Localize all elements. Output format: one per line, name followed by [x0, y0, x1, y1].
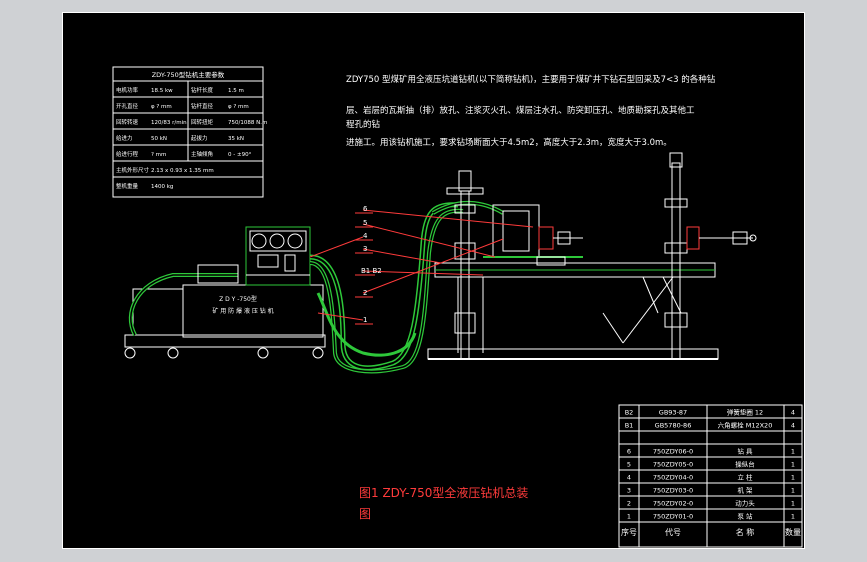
bom-cell: 750ZDY02-0	[653, 500, 693, 508]
bom-cell: 750ZDY01-0	[653, 513, 693, 521]
description-line-2: 层、岩层的瓦斯抽（排）放孔、注浆灭火孔、煤层注水孔、防突卸压孔、地质勘探孔及其他…	[346, 105, 695, 116]
power-head	[483, 204, 583, 266]
spec-cell: 回转转速	[116, 118, 139, 126]
caption-line-2: 图	[359, 507, 371, 521]
bom-cell: 六角螺栓 M12X20	[718, 421, 773, 430]
callout-2: 2	[363, 289, 367, 297]
spec-cell: 开孔直径	[116, 102, 139, 110]
bom-header: 名 称	[736, 527, 755, 537]
callout-4: 4	[363, 232, 368, 240]
spec-cell: 120/83 r/min	[151, 120, 187, 126]
spec-cell: 1400 kg	[151, 184, 173, 190]
spec-cell: 整机重量	[116, 182, 139, 190]
description-line-3: 程孔的钻	[346, 119, 381, 130]
drawing-canvas: ZDY-750型钻机主要参数 电机功率 18.5 kw 钻杆长度 1.5 m 开孔直径 φ…	[112, 66, 803, 548]
left-column	[446, 170, 484, 360]
bom-cell: 1	[627, 513, 631, 521]
bom-cell: 1	[791, 487, 795, 495]
bom-cell: 3	[627, 487, 631, 495]
bom-cell: 4	[791, 409, 795, 417]
bom-cell: GB5780-86	[655, 422, 692, 430]
bom-cell: 1	[791, 448, 795, 456]
drawing-sheet: ZDY-750型钻机主要参数 电机功率 18.5 kw 钻杆长度 1.5 m 开孔直径 φ…	[62, 12, 805, 549]
spec-cell: 0 - ±90°	[228, 152, 252, 158]
bom-cell: 750ZDY06-0	[653, 448, 693, 456]
bom-cell: 4	[627, 474, 631, 482]
caption-line-1: 图1 ZDY-750型全液压钻机总装	[359, 485, 528, 500]
bom-cell: 1	[791, 513, 795, 521]
right-column	[664, 152, 757, 360]
spec-cell: 750/1088 N.m	[228, 120, 267, 126]
bom-cell: 1	[791, 461, 795, 469]
callout-1: 1	[363, 316, 367, 324]
bom-cell: 操纵台	[735, 460, 755, 469]
pump-label-model: Z D Y -750型	[219, 295, 257, 303]
spec-cell: φ ? mm	[228, 104, 249, 110]
spec-cell: 主机外形尺寸	[116, 166, 150, 174]
spec-cell: 钻杆长度	[191, 86, 214, 94]
pump-label-desc: 矿 用 防 爆 液 压 钻 机	[212, 307, 273, 315]
bom-cell: 泵 站	[737, 512, 753, 521]
bom-cell: 机 架	[737, 486, 753, 495]
spec-cell: 给进力	[116, 134, 133, 142]
machine-frame	[427, 262, 719, 360]
hydraulic-hoses	[309, 200, 505, 374]
spec-cell: 35 kN	[228, 136, 244, 142]
bom-cell: 750ZDY04-0	[653, 474, 693, 482]
spec-cell: 50 kN	[151, 136, 167, 142]
callout-5: 5	[363, 219, 367, 227]
bom-cell: 750ZDY03-0	[653, 487, 693, 495]
bom-cell: 750ZDY05-0	[653, 461, 693, 469]
callout-b1-b2: B1 B2	[361, 267, 382, 275]
spec-table-title: ZDY-750型钻机主要参数	[152, 70, 225, 79]
bom-cell: 4	[791, 422, 795, 430]
spec-cell: 2.13 x 0.93 x 1.35 mm	[151, 168, 214, 174]
figure-caption: 图1 ZDY-750型全液压钻机总装 图	[359, 485, 528, 521]
bom-cell: 钻 具	[737, 447, 753, 456]
bom-cell: B1	[625, 422, 634, 430]
bom-cell: B2	[625, 409, 634, 417]
bom-header: 数量	[785, 527, 801, 537]
callout-3: 3	[363, 245, 367, 253]
spec-cell: 回转扭矩	[191, 118, 214, 126]
spec-cell: 主轴倾角	[191, 150, 213, 158]
spec-cell: φ ? mm	[151, 104, 172, 110]
bom-cell: 5	[627, 461, 631, 469]
control-console	[245, 226, 311, 286]
spec-cell: 电机功率	[116, 86, 139, 94]
description-line-4: 进施工。用该钻机施工，要求钻场断面大于4.5m2，高度大于2.3m，宽度大于3.…	[346, 137, 672, 148]
bom-cell: 立 柱	[737, 473, 753, 482]
description-text: ZDY750 型煤矿用全液压坑道钻机(以下简称钻机)，主要用于煤矿井下钻石型回采…	[346, 74, 716, 148]
bom-cell: 动力头	[735, 499, 755, 508]
callouts: 6 5 4 3 B1 B2 2 1	[309, 205, 534, 325]
bom-cell: 2	[627, 500, 631, 508]
spec-cell: 给进行程	[116, 150, 139, 158]
spec-cell: 起拔力	[191, 134, 208, 142]
bom-cell: 1	[791, 500, 795, 508]
spec-cell: 18.5 kw	[151, 88, 173, 94]
spec-cell: 钻杆直径	[191, 102, 214, 110]
bom-cell: 6	[627, 448, 631, 456]
pump-station: Z D Y -750型 矿 用 防 爆 液 压 钻 机	[124, 264, 326, 359]
bom-cell: 1	[791, 474, 795, 482]
spec-cell: ? mm	[151, 152, 166, 158]
bom-header: 序号	[621, 527, 637, 537]
callout-6: 6	[363, 205, 368, 213]
bom-cell: GB93-87	[659, 409, 687, 417]
bom-cell: 弹簧垫圈 12	[727, 408, 763, 417]
bom-header: 代号	[665, 527, 681, 537]
spec-cell: 1.5 m	[228, 88, 244, 94]
spec-table: ZDY-750型钻机主要参数 电机功率 18.5 kw 钻杆长度 1.5 m 开孔直径 φ…	[112, 66, 267, 198]
description-line-1: ZDY750 型煤矿用全液压坑道钻机(以下简称钻机)，主要用于煤矿井下钻石型回采…	[346, 74, 716, 85]
